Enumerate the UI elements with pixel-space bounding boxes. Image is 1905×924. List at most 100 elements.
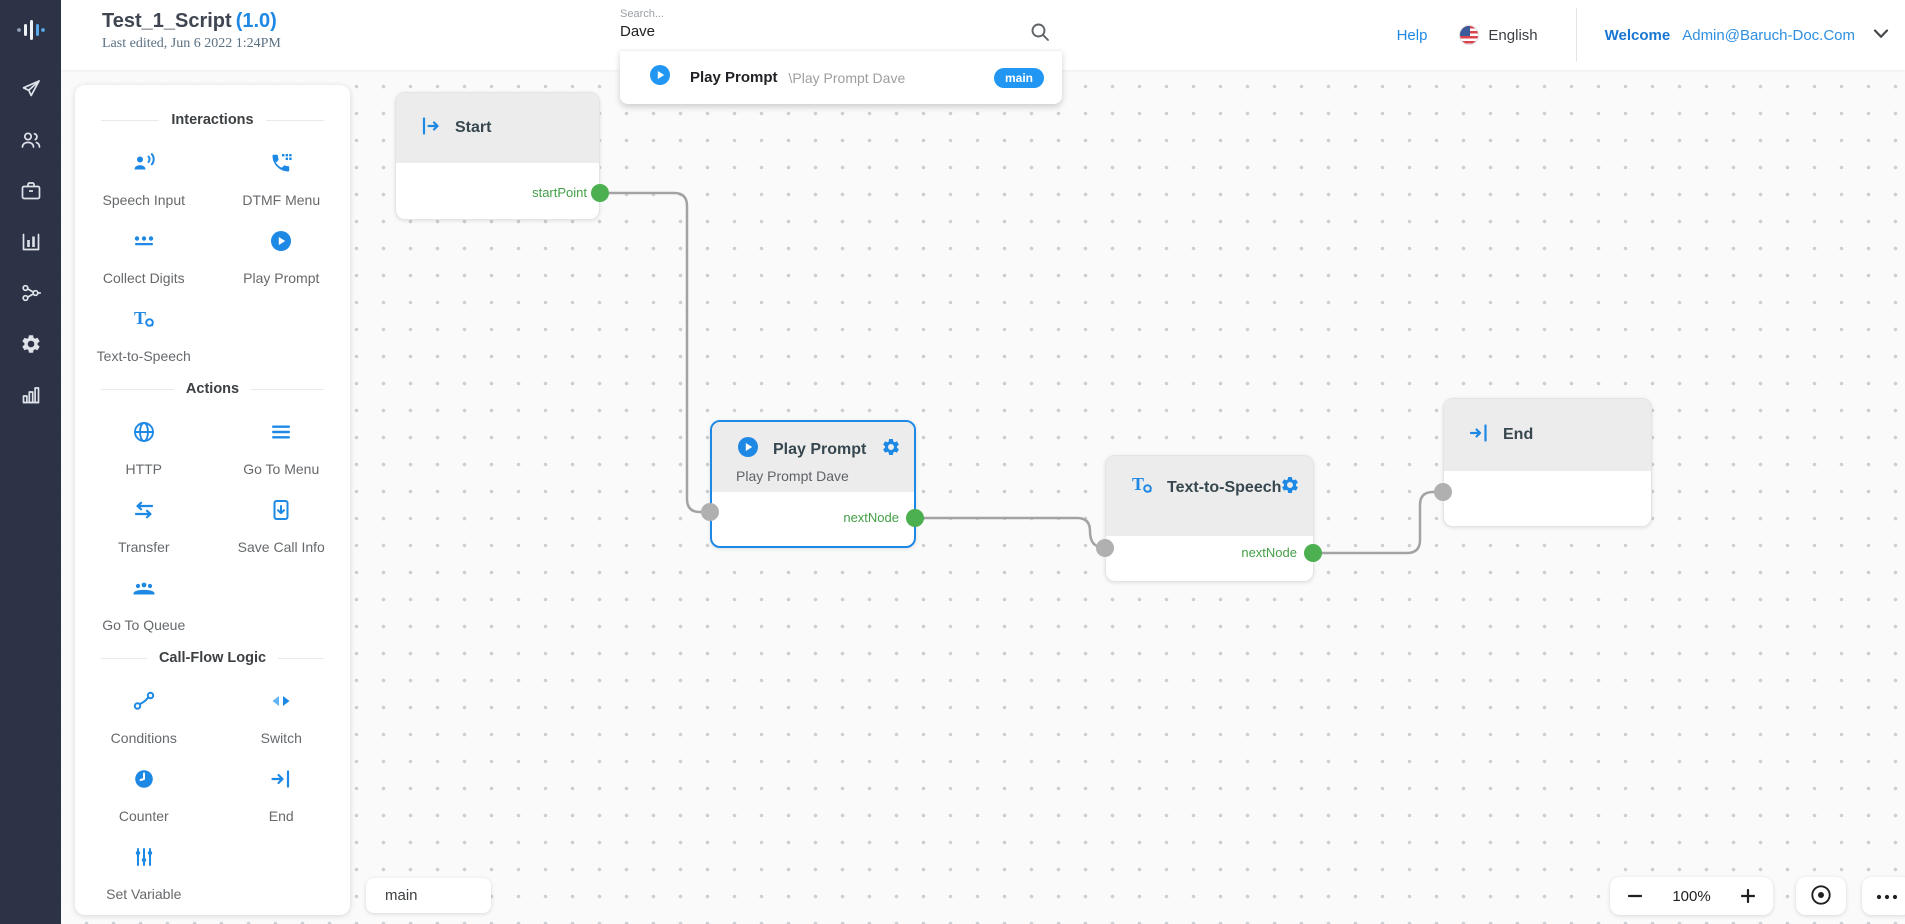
result-path: \Play Prompt Dave (788, 69, 906, 86)
text-to-speech-icon: T (132, 307, 156, 336)
tts-output-connector[interactable] (1304, 544, 1322, 562)
palette-item-collect-digits[interactable]: Collect Digits (83, 229, 205, 286)
palette-item-set-variable[interactable]: Set Variable (83, 845, 205, 902)
speech-input-icon (131, 151, 157, 180)
briefcase-icon[interactable] (0, 165, 61, 216)
node-end[interactable]: End (1443, 398, 1652, 527)
play-prompt-icon (648, 63, 672, 92)
palette-item-label: DTMF Menu (242, 192, 321, 208)
palette-item-switch[interactable]: Switch (220, 689, 342, 746)
wire-play-to-tts (915, 516, 1106, 550)
section-title: Actions (185, 381, 240, 397)
palette-item-label: Collect Digits (102, 270, 185, 286)
script-name: Test_1_Script (102, 10, 232, 32)
help-link[interactable]: Help (1396, 26, 1428, 44)
section-title: Interactions (171, 112, 254, 128)
palette-item-speech-input[interactable]: Speech Input (83, 151, 205, 208)
result-flow-badge: main (993, 67, 1044, 88)
node-palette: Interactions Speech Input (75, 85, 350, 915)
start-output-label: startPoint (532, 185, 587, 200)
flow-tab-main[interactable]: main (366, 878, 491, 913)
go-to-menu-icon (269, 420, 293, 449)
palette-item-save-call-info[interactable]: Save Call Info (220, 498, 342, 555)
node-end-header: End (1444, 399, 1651, 471)
end-icon (269, 767, 293, 796)
wire-tts-to-end (1313, 490, 1443, 555)
launch-icon[interactable] (0, 63, 61, 114)
language-label: English (1488, 26, 1538, 44)
end-input-connector[interactable] (1434, 483, 1452, 501)
reports-icon[interactable] (0, 369, 61, 420)
header-divider (1575, 8, 1577, 62)
more-dots-icon (1874, 889, 1900, 904)
dtmf-menu-icon (269, 151, 293, 180)
center-view-button[interactable] (1796, 877, 1846, 915)
users-icon[interactable] (0, 114, 61, 165)
node-play-prompt-subtitle: Play Prompt Dave (736, 468, 849, 484)
palette-item-label: Set Variable (106, 886, 182, 902)
node-text-to-speech-gear-icon[interactable] (1280, 475, 1300, 500)
end-icon (1468, 422, 1490, 449)
node-start[interactable]: Start (395, 92, 600, 220)
call-flow-icon[interactable] (0, 267, 61, 318)
transfer-icon (132, 498, 156, 527)
search-input[interactable] (620, 20, 1000, 40)
palette-item-transfer[interactable]: Transfer (83, 498, 205, 555)
palette-item-label: Conditions (110, 730, 177, 746)
palette-item-go-to-menu[interactable]: Go To Menu (220, 420, 342, 477)
analytics-icon[interactable] (0, 216, 61, 267)
play-input-connector[interactable] (701, 503, 719, 521)
node-play-prompt-gear-icon[interactable] (881, 437, 901, 462)
palette-item-dtmf-menu[interactable]: DTMF Menu (220, 151, 342, 208)
node-play-prompt[interactable]: Play Prompt Play Prompt Dave (710, 420, 916, 548)
node-play-prompt-title: Play Prompt (773, 440, 867, 458)
us-flag-icon (1459, 25, 1480, 45)
search-box: Search... (620, 0, 1062, 50)
palette-item-go-to-queue[interactable]: Go To Queue (83, 576, 205, 633)
http-icon (132, 420, 156, 449)
palette-section-call-flow-logic: Call-Flow Logic (101, 650, 325, 666)
start-icon (420, 115, 442, 142)
zoom-in-icon[interactable] (1738, 886, 1758, 906)
user-email: Admin@Baruch-Doc.Com (1682, 26, 1855, 44)
tts-input-connector[interactable] (1096, 539, 1114, 557)
target-icon (1808, 882, 1834, 911)
palette-item-end[interactable]: End (220, 767, 342, 824)
node-end-title: End (1503, 426, 1534, 443)
search-result-item[interactable]: Play Prompt \Play Prompt Dave main (620, 50, 1062, 104)
palette-item-http[interactable]: HTTP (83, 420, 205, 477)
chevron-down-icon[interactable] (1873, 26, 1889, 44)
palette-item-play-prompt[interactable]: Play Prompt (220, 229, 342, 286)
go-to-queue-icon (131, 576, 157, 605)
settings-gear-icon[interactable] (0, 318, 61, 369)
zoom-out-icon[interactable] (1625, 886, 1645, 906)
waveform-logo-icon[interactable] (16, 16, 46, 49)
node-text-to-speech[interactable]: T Text-to-Speech (1105, 455, 1314, 582)
script-version: (1.0) (235, 10, 277, 32)
counter-icon (132, 767, 156, 796)
conditions-icon (132, 689, 156, 718)
palette-item-text-to-speech[interactable]: T Text-to-Speech (83, 307, 205, 364)
user-menu[interactable]: Welcome Admin@Baruch-Doc.Com (1605, 26, 1889, 44)
palette-item-label: Go To Menu (243, 461, 320, 477)
palette-item-counter[interactable]: Counter (83, 767, 205, 824)
more-options-button[interactable] (1862, 877, 1905, 915)
svg-text:T: T (134, 308, 146, 328)
palette-section-actions: Actions (101, 381, 325, 397)
language-selector[interactable]: English (1459, 25, 1538, 45)
palette-item-label: Go To Queue (102, 617, 186, 633)
palette-item-label: Switch (260, 730, 302, 746)
tts-output-label: nextNode (1241, 545, 1297, 560)
flow-tab-label: main (385, 887, 418, 904)
page-title: Test_1_Script(1.0) (102, 10, 281, 33)
palette-item-label: Text-to-Speech (96, 348, 191, 364)
collect-digits-icon (132, 229, 156, 258)
start-output-connector[interactable] (591, 184, 609, 202)
palette-item-conditions[interactable]: Conditions (83, 689, 205, 746)
play-output-label: nextNode (843, 510, 899, 525)
set-variable-icon (132, 845, 156, 874)
flow-canvas[interactable]: Start Play Prompt Play Prompt Dave (61, 70, 1905, 924)
welcome-label: Welcome (1604, 26, 1671, 44)
search-icon[interactable] (1026, 18, 1054, 46)
play-output-connector[interactable] (906, 509, 924, 527)
